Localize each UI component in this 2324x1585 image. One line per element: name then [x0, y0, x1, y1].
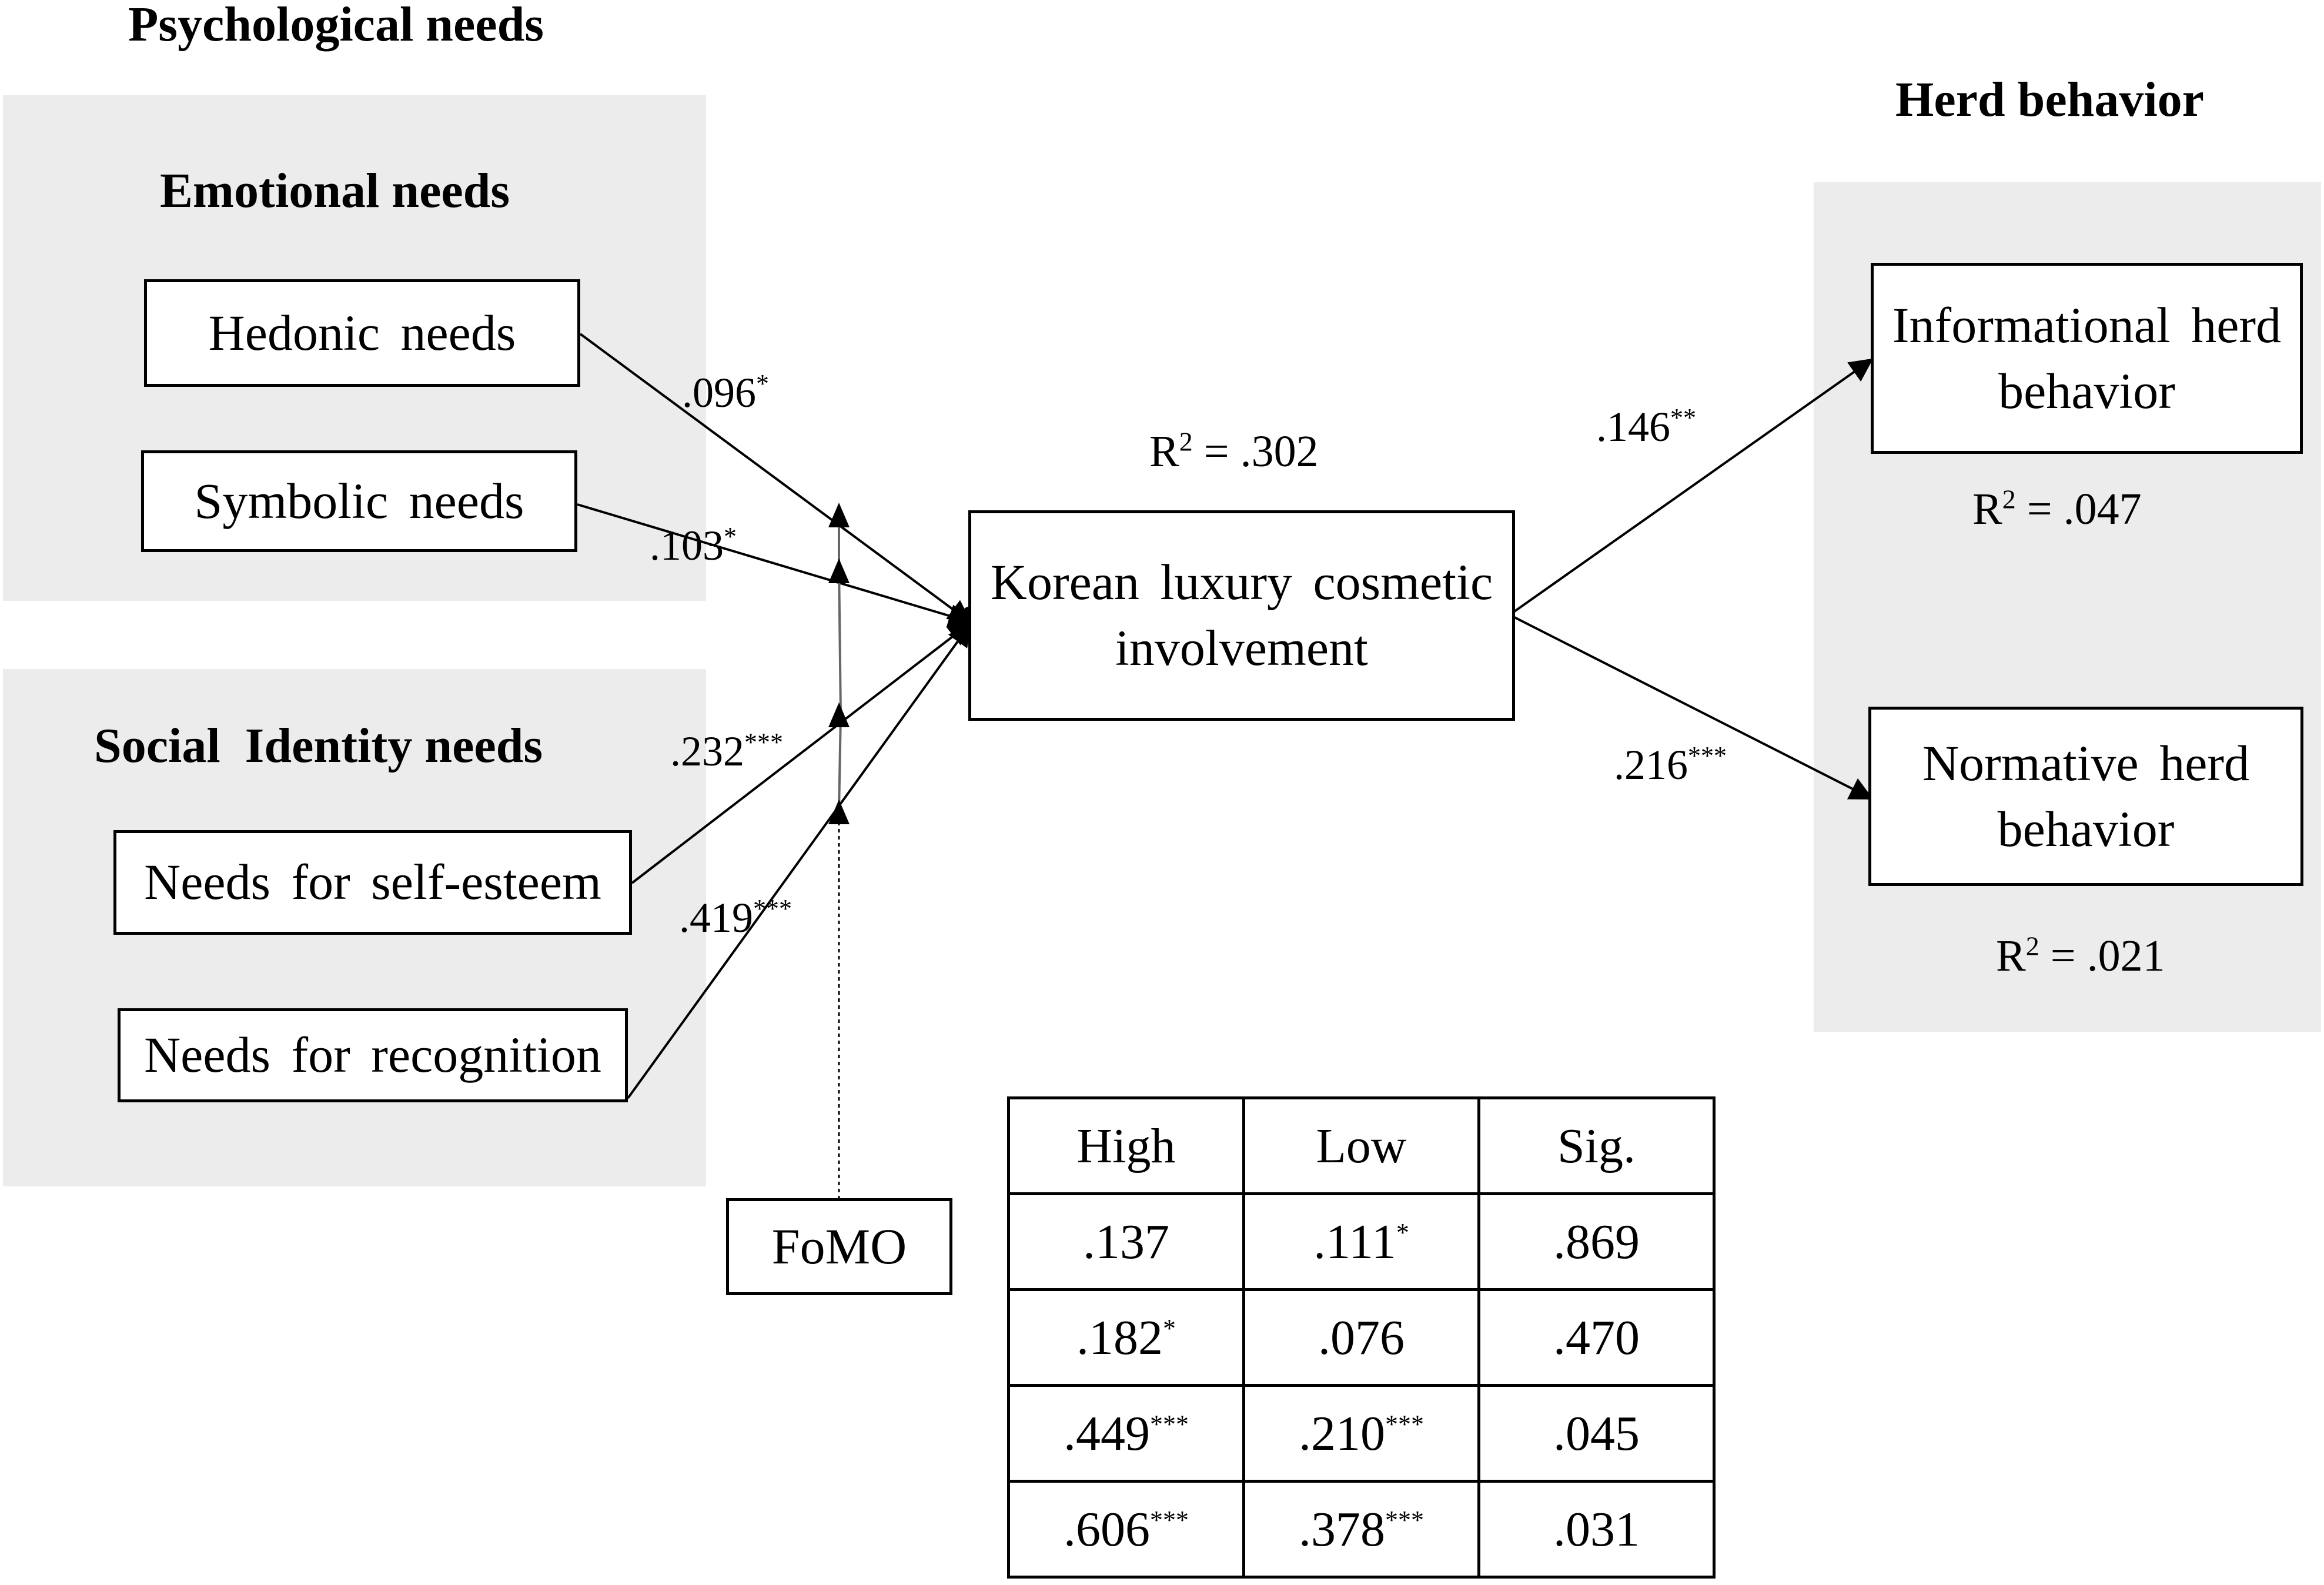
path-hedonic-arrow	[579, 333, 972, 624]
coef-normative: .216***	[1614, 741, 1727, 788]
fomo-moderation-arrowhead	[828, 800, 850, 824]
path-normative-arrow	[1514, 616, 1874, 800]
coef-hedonic: .096*	[682, 369, 769, 416]
coef-recognition: .419***	[679, 894, 792, 941]
table-header-row: High Low Sig.	[1007, 1096, 1716, 1195]
fomo-moderation-arrowhead	[828, 559, 850, 583]
table-cell: .210***	[1242, 1384, 1480, 1483]
path-self-esteem-arrow	[631, 621, 972, 884]
self-esteem-needs-label: Needs for self-esteem	[144, 854, 601, 911]
heading-psychological-needs: Psychological needs	[128, 0, 544, 52]
r2-involvement: R2 = .302	[1149, 426, 1319, 476]
table-cell: .378***	[1242, 1480, 1480, 1579]
normative-herd-label: Normative herd behavior	[1922, 734, 2250, 857]
self-esteem-needs-box: Needs for self-esteem	[113, 830, 632, 935]
informational-herd-label: Informational herd behavior	[1892, 296, 2282, 419]
involvement-box: Korean luxury cosmetic involvement	[968, 510, 1515, 721]
r2-informational: R2 = .047	[1972, 484, 2142, 534]
heading-herd-behavior: Herd behavior	[1895, 72, 2204, 127]
group-comparison-table: High Low Sig. .137 .111* .869 .182* .076…	[1007, 1096, 1716, 1579]
fomo-label: FoMO	[771, 1218, 907, 1275]
table-row: .137 .111* .869	[1007, 1192, 1716, 1291]
recognition-needs-box: Needs for recognition	[118, 1008, 628, 1102]
symbolic-needs-label: Symbolic needs	[194, 472, 524, 529]
table-cell: .045	[1477, 1384, 1716, 1483]
table-header-cell: High	[1007, 1096, 1245, 1195]
table-cell: .470	[1477, 1288, 1716, 1387]
table-cell: .449***	[1007, 1384, 1245, 1483]
table-cell: .111*	[1242, 1192, 1480, 1291]
recognition-needs-label: Needs for recognition	[144, 1026, 601, 1084]
heading-emotional-needs: Emotional needs	[160, 163, 510, 218]
hedonic-needs-label: Hedonic needs	[208, 304, 516, 361]
table-cell: .606***	[1007, 1480, 1245, 1579]
symbolic-needs-box: Symbolic needs	[141, 450, 577, 552]
fomo-box: FoMO	[726, 1198, 952, 1295]
path-informational-arrow	[1513, 358, 1874, 613]
path-recognition-arrow	[627, 622, 972, 1099]
fomo-moderation-arrowhead	[828, 503, 850, 527]
coef-self-esteem: .232***	[670, 728, 783, 775]
table-cell: .182*	[1007, 1288, 1245, 1387]
coef-symbolic: .103*	[650, 522, 737, 569]
table-header-cell: Sig.	[1477, 1096, 1716, 1195]
table-row: .606*** .378*** .031	[1007, 1480, 1716, 1579]
informational-herd-box: Informational herd behavior	[1871, 263, 2303, 454]
table-cell: .031	[1477, 1480, 1716, 1579]
table-cell: .869	[1477, 1192, 1716, 1291]
fomo-moderation-arrowhead	[828, 703, 850, 727]
involvement-label: Korean luxury cosmetic involvement	[990, 554, 1493, 676]
table-header-cell: Low	[1242, 1096, 1480, 1195]
coef-informational: .146**	[1596, 403, 1696, 450]
heading-social-identity-needs: Social Identity needs	[94, 718, 543, 773]
path-symbolic-arrow	[577, 503, 972, 627]
hedonic-needs-box: Hedonic needs	[144, 279, 580, 387]
table-row: .449*** .210*** .045	[1007, 1384, 1716, 1483]
table-row: .182* .076 .470	[1007, 1288, 1716, 1387]
table-cell: .137	[1007, 1192, 1245, 1291]
normative-herd-box: Normative herd behavior	[1868, 707, 2303, 886]
r2-normative: R2 = .021	[1996, 931, 2165, 981]
table-cell: .076	[1242, 1288, 1480, 1387]
